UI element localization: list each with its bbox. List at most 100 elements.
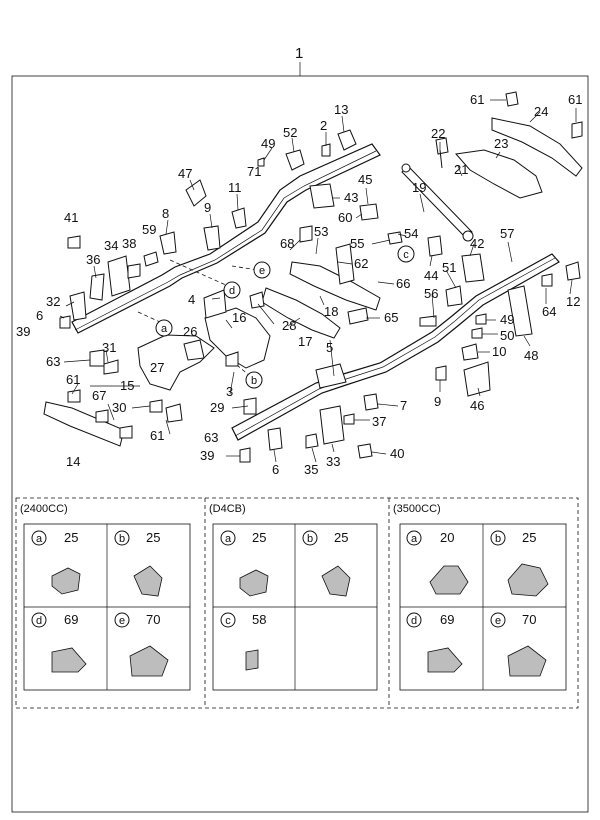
variant-cell: b 25 — [114, 530, 163, 597]
variant-cell: c 58 — [220, 612, 266, 671]
svg-text:25: 25 — [146, 530, 160, 545]
callout-label: 14 — [66, 454, 80, 469]
callout-label: 29 — [210, 400, 224, 415]
svg-text:25: 25 — [522, 530, 536, 545]
variant-cell: b 25 — [302, 530, 351, 597]
callout-label: 48 — [524, 348, 538, 363]
callout-label: 63 — [204, 430, 218, 445]
callout-label: 16 — [232, 310, 246, 325]
callout-label: 6 — [272, 462, 279, 477]
callout-label: 42 — [470, 236, 484, 251]
callout-label: 47 — [178, 166, 192, 181]
callout-label: 49 — [500, 312, 514, 327]
variant-cell: a 20 — [406, 530, 469, 595]
rear-cross-member — [455, 117, 583, 199]
ref-marker-a: a — [155, 319, 173, 337]
callout-label: 15 — [120, 378, 134, 393]
callout-label: 33 — [326, 454, 340, 469]
svg-text:b: b — [307, 533, 313, 545]
variant-cell: b 25 — [490, 530, 549, 597]
callout-label: 43 — [344, 190, 358, 205]
bracket-parts — [59, 91, 583, 463]
variant-cell: a 25 — [220, 530, 269, 597]
callout-label: 59 — [142, 222, 156, 237]
variant-panel-d4cb: (D4CB) a 25 b 25 c 58 — [209, 503, 378, 691]
svg-text:c: c — [403, 249, 409, 261]
callout-label: 65 — [384, 310, 398, 325]
svg-text:b: b — [251, 375, 257, 387]
svg-text:25: 25 — [334, 530, 348, 545]
svg-text:c: c — [225, 615, 231, 627]
callout-label: 38 — [122, 236, 136, 251]
svg-text:70: 70 — [522, 612, 536, 627]
svg-text:d: d — [411, 615, 417, 627]
callout-label: 67 — [92, 388, 106, 403]
callout-label: 19 — [412, 180, 426, 195]
callout-label: 24 — [534, 104, 548, 119]
callout-label: 63 — [46, 354, 60, 369]
svg-text:69: 69 — [440, 612, 454, 627]
callout-label: 54 — [404, 226, 418, 241]
callout-label: 51 — [442, 260, 456, 275]
svg-text:a: a — [36, 533, 43, 545]
callout-label: 2 — [320, 118, 327, 133]
callout-label: 62 — [354, 256, 368, 271]
callout-label: 22 — [431, 126, 445, 141]
callout-label: 50 — [500, 328, 514, 343]
variant-cell: d 69 — [31, 612, 87, 673]
callout-label: 35 — [304, 462, 318, 477]
ref-marker-c: c — [397, 245, 415, 263]
callout-label: 52 — [283, 125, 297, 140]
variant-panels: (2400CC) a 25 b 25 d 69 — [15, 497, 579, 709]
left-frame-rail — [71, 143, 381, 334]
callout-label: 9 — [204, 200, 211, 215]
callout-label: 39 — [200, 448, 214, 463]
variant-panel-3500cc: (3500CC) a 20 b 25 d 69 — [393, 503, 567, 691]
callout-label: 23 — [494, 136, 508, 151]
callout-label: 17 — [298, 334, 312, 349]
assembly-frame: 1 — [11, 45, 589, 813]
callout-label: 61 — [66, 372, 80, 387]
variant-cell: e 70 — [490, 612, 547, 677]
callout-label: 40 — [390, 446, 404, 461]
cross-member-middle — [261, 261, 381, 339]
callout-label: 21 — [454, 162, 468, 177]
ref-marker-d: d — [223, 281, 241, 299]
callout-label: 61 — [470, 92, 484, 107]
variant-title: (2400CC) — [20, 503, 68, 515]
callout-labels: 13 2 52 49 71 11 47 9 8 41 59 34 38 36 3… — [16, 92, 582, 477]
callout-label: 57 — [500, 226, 514, 241]
callout-label: 41 — [64, 210, 78, 225]
svg-text:b: b — [119, 533, 125, 545]
callout-label: 9 — [434, 394, 441, 409]
svg-text:e: e — [259, 265, 265, 277]
svg-text:e: e — [495, 615, 501, 627]
variant-cell: d 69 — [406, 612, 463, 673]
callout-label: 10 — [492, 344, 506, 359]
svg-text:69: 69 — [64, 612, 78, 627]
callout-label: 55 — [350, 236, 364, 251]
svg-text:e: e — [119, 615, 125, 627]
callout-label: 60 — [338, 210, 352, 225]
callout-label: 28 — [282, 318, 296, 333]
callout-label: 37 — [372, 414, 386, 429]
svg-text:d: d — [229, 285, 235, 297]
svg-text:a: a — [225, 533, 232, 545]
ref-marker-b: b — [245, 371, 263, 389]
variant-cell: e 70 — [114, 612, 169, 677]
ref-marker-e: e — [253, 261, 271, 279]
callout-label: 64 — [542, 304, 556, 319]
svg-text:a: a — [411, 533, 418, 545]
variant-panel-2400cc: (2400CC) a 25 b 25 d 69 — [20, 503, 191, 691]
callout-label: 36 — [86, 252, 100, 267]
svg-text:d: d — [36, 615, 42, 627]
callout-label: 66 — [396, 276, 410, 291]
variant-title: (3500CC) — [393, 503, 441, 515]
variant-cell: a 25 — [31, 530, 81, 595]
callout-label: 11 — [228, 180, 242, 195]
svg-text:b: b — [495, 533, 501, 545]
callout-label: 12 — [566, 294, 580, 309]
callout-label: 27 — [150, 360, 164, 375]
callout-label: 5 — [326, 340, 333, 355]
